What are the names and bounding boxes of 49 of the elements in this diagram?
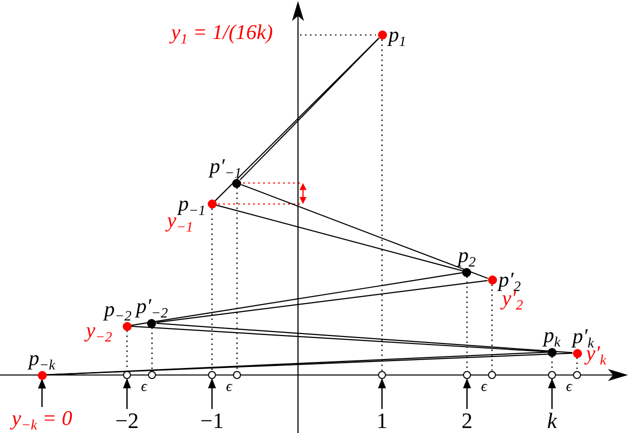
tick-label: 2 — [462, 410, 472, 432]
tick-circle — [148, 371, 156, 379]
dotted-line — [151, 328, 153, 371]
line-segment — [156, 280, 488, 323]
tick-label: −2 — [115, 410, 139, 432]
arrow — [548, 378, 556, 409]
tick-label: 1 — [376, 410, 388, 432]
arrow — [123, 378, 131, 409]
epsilon-label: ϵ — [226, 380, 232, 395]
arrow — [38, 378, 46, 407]
point-label: p$_{2}$ — [458, 244, 476, 266]
tick-circle — [573, 371, 581, 379]
coordinate-label: y$_{−2}$ — [86, 320, 112, 341]
line-segment — [131, 272, 463, 326]
coordinate-label: y$_{1}$ = 1/(16k) — [171, 22, 273, 43]
arrow — [208, 378, 216, 409]
tick-circle — [463, 371, 471, 379]
arrow — [463, 378, 471, 409]
point-label: p$_{k}$ — [544, 324, 560, 346]
epsilon-label: ϵ — [480, 380, 488, 395]
arrow — [378, 378, 386, 409]
tick-circle — [378, 371, 386, 379]
epsilon-label: ϵ — [140, 380, 148, 395]
tick-label: k — [547, 410, 557, 432]
tick-circle — [208, 371, 216, 379]
point-label: p$_{1}$ — [388, 24, 406, 46]
line-segment — [241, 184, 488, 279]
dotted-line — [491, 284, 493, 371]
coordinate-label: y$_{−k}$ = 0 — [12, 408, 72, 429]
line-segment — [216, 204, 463, 272]
dotted-line — [381, 40, 383, 371]
tick-circle — [233, 371, 241, 379]
tick-label: −1 — [200, 410, 224, 432]
point-label: p′$_{−2}$ — [136, 296, 168, 316]
tick-circle — [548, 371, 556, 379]
line-segment — [156, 322, 573, 354]
line-segment — [131, 326, 548, 352]
point-label: p$_{−k}$ — [28, 348, 56, 368]
dotted-line — [466, 276, 468, 371]
tick-circle — [123, 371, 131, 379]
point-label: p′$_{−1}$ — [210, 156, 242, 176]
epsilon-label: ϵ — [566, 380, 572, 395]
line-segment — [214, 38, 380, 202]
dotted-line — [211, 208, 213, 371]
tick-circle — [488, 371, 496, 379]
dotted-line — [551, 356, 553, 371]
dotted-line — [236, 188, 238, 371]
point-label: p$_{−2}$ — [104, 298, 132, 320]
dotted-line — [576, 358, 578, 371]
